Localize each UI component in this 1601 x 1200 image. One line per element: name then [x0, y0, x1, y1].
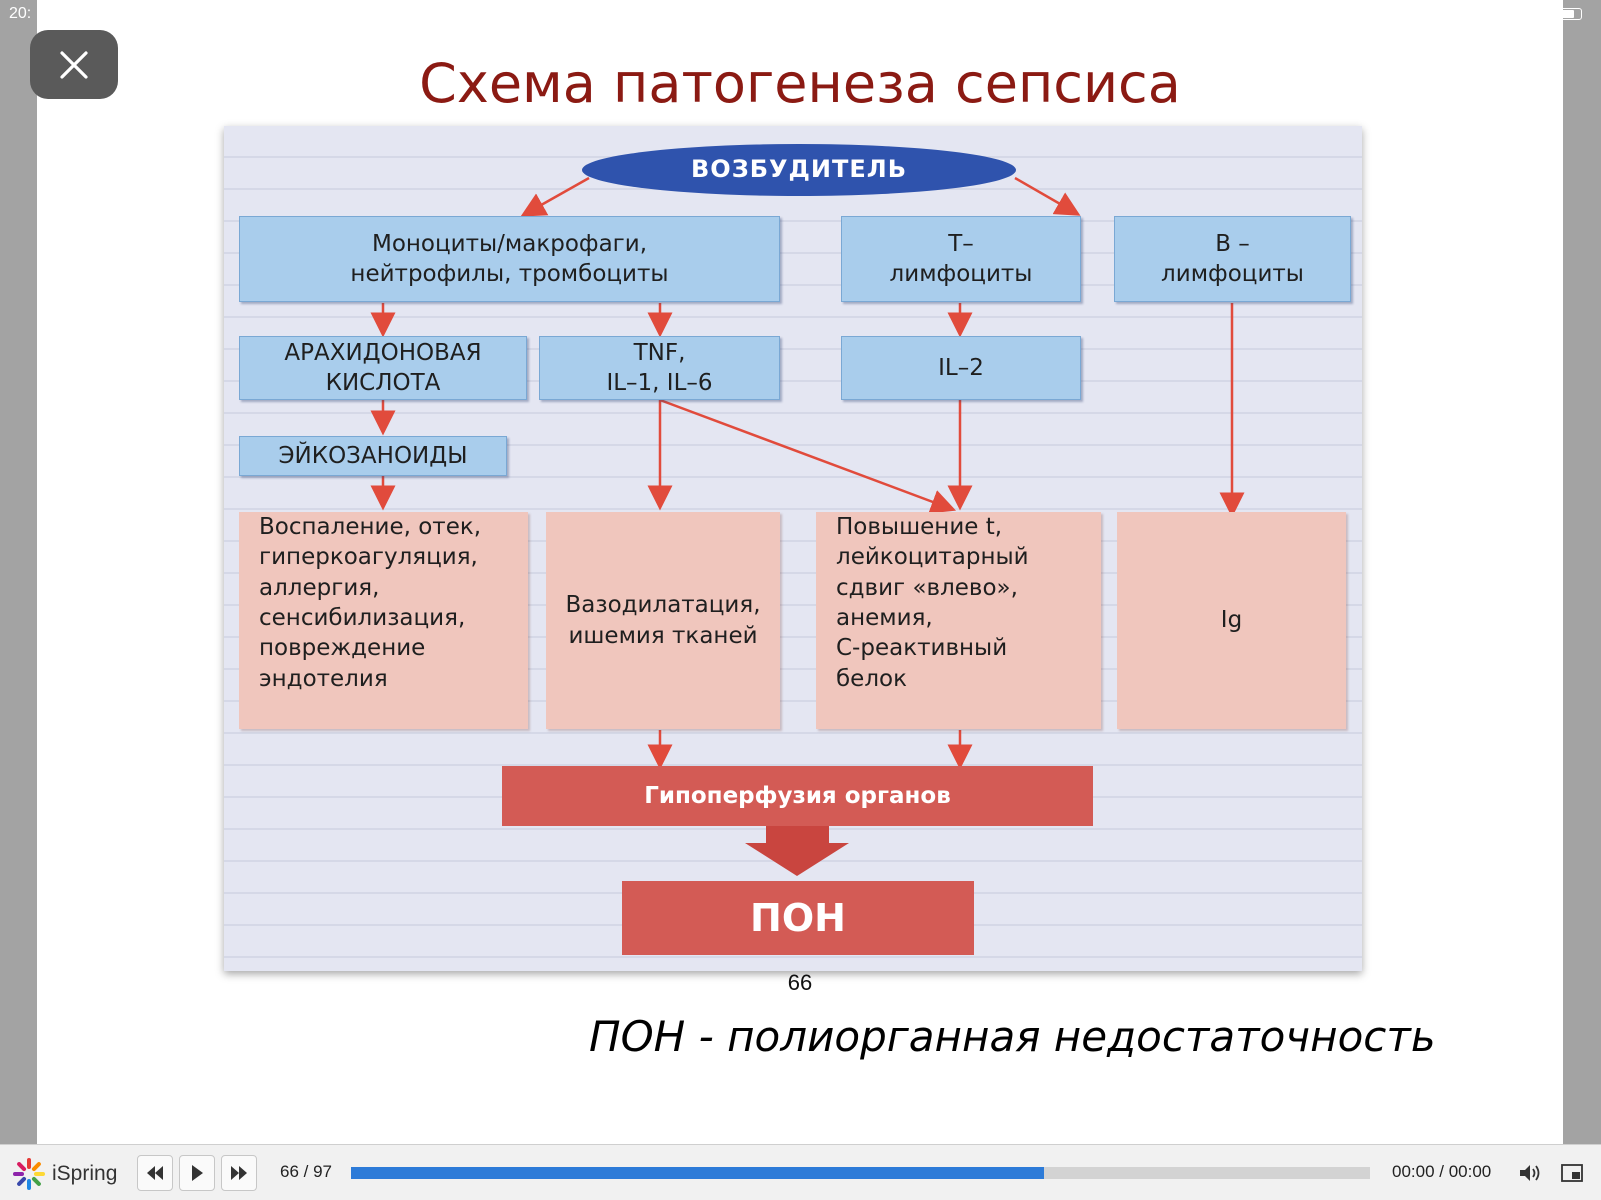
eicosanoids-box: ЭЙКОЗАНОИДЫ [239, 436, 507, 476]
arachidonic-line-2: КИСЛОТА [325, 370, 441, 396]
next-slide-button[interactable] [221, 1155, 257, 1191]
inflammation-line-4: сенсибилизация, [259, 605, 466, 632]
monocytes-line-2: нейтрофилы, тромбоциты [350, 261, 669, 287]
slide-title: Схема патогенеза сепсиса [419, 52, 1181, 115]
fever-line-4: анемия, [836, 605, 933, 632]
fever-line-6: белок [836, 665, 907, 692]
ispring-logo: iSpring [12, 1157, 117, 1191]
slide-caption: ПОН - полиорганная недостаточность [589, 1012, 1436, 1061]
ig-label: Ig [1220, 607, 1243, 634]
fast-forward-icon [231, 1166, 247, 1180]
inflammation-line-3: аллергия, [259, 574, 380, 601]
agent-ellipse: ВОЗБУДИТЕЛЬ [582, 144, 1016, 196]
volume-button[interactable] [1512, 1155, 1548, 1191]
fever-line-3: сдвиг «влево», [836, 574, 1018, 601]
inflammation-line-5: повреждение [259, 635, 426, 662]
playback-time: 00:00 / 00:00 [1392, 1162, 1492, 1181]
ig-box: Ig [1117, 512, 1346, 729]
vasodilation-line-2: ишемия тканей [568, 622, 758, 649]
play-icon [192, 1165, 203, 1181]
tnf-line-2: IL–1, IL–6 [606, 370, 713, 396]
progress-bar[interactable] [351, 1167, 1370, 1179]
pon-label: ПОН [750, 895, 846, 940]
vasodilation-box: Вазодилатация, ишемия тканей [546, 512, 780, 729]
agent-label: ВОЗБУДИТЕЛЬ [691, 155, 907, 184]
inflammation-box: Воспаление, отек, гиперкоагуляция, аллер… [239, 512, 528, 729]
close-button[interactable] [30, 30, 118, 99]
fever-line-5: С-реактивный [836, 635, 1008, 662]
arachidonic-line-1: АРАХИДОНОВАЯ [284, 339, 482, 366]
progress-fill [351, 1167, 1044, 1179]
fullscreen-icon [1561, 1164, 1583, 1182]
page-number: 66 [787, 970, 813, 995]
monocytes-line-1: Моноциты/макрофаги, [371, 230, 648, 257]
b-lymphocytes-box: В – лимфоциты [1114, 216, 1351, 302]
ispring-flower-icon [13, 1158, 45, 1190]
fever-line-2: лейкоцитарный [836, 544, 1029, 571]
monocytes-box: Моноциты/макрофаги, нейтрофилы, тромбоци… [239, 216, 780, 302]
pathogenesis-scheme: ВОЗБУДИТЕЛЬ Моноциты/макрофаги, нейтрофи… [224, 126, 1362, 971]
vasodilation-line-1: Вазодилатация, [565, 592, 761, 619]
speaker-icon [1520, 1165, 1540, 1181]
arachidonic-acid-box: АРАХИДОНОВАЯ КИСЛОТА [239, 336, 527, 400]
close-icon [60, 50, 88, 79]
fullscreen-button[interactable] [1554, 1155, 1590, 1191]
inflammation-line-2: гиперкоагуляция, [259, 544, 478, 571]
player-bar: iSpring 66 / 97 00:00 / 00:00 [0, 1144, 1601, 1200]
pon-box: ПОН [622, 881, 974, 955]
tnf-line-1: TNF, [633, 339, 686, 366]
rewind-icon [147, 1166, 163, 1180]
t-lymph-line-1: Т– [948, 230, 974, 257]
t-lymphocytes-box: Т– лимфоциты [841, 216, 1081, 302]
b-lymph-line-1: В – [1215, 230, 1250, 257]
inflammation-line-6: эндотелия [259, 665, 388, 692]
battery-icon [1560, 8, 1582, 20]
fever-box: Повышение t, лейкоцитарный сдвиг «влево»… [816, 512, 1101, 729]
b-lymph-line-2: лимфоциты [1161, 261, 1304, 287]
inflammation-line-1: Воспаление, отек, [259, 514, 482, 540]
play-button[interactable] [179, 1155, 215, 1191]
t-lymph-line-2: лимфоциты [889, 261, 1033, 287]
scheme-arrows [370, 176, 1245, 876]
big-arrow-icon [745, 816, 849, 876]
logo-text: iSpring [52, 1162, 118, 1185]
eicosanoids-label: ЭЙКОЗАНОИДЫ [278, 442, 468, 469]
hypoperfusion-box: Гипоперфузия органов [502, 766, 1093, 826]
previous-slide-button[interactable] [137, 1155, 173, 1191]
status-time: 20: [9, 5, 32, 22]
tnf-box: TNF, IL–1, IL–6 [539, 336, 780, 400]
slide: Схема патогенеза сепсиса [37, 0, 1563, 1144]
fever-line-1: Повышение t, [836, 514, 1003, 540]
hypoperfusion-label: Гипоперфузия органов [644, 782, 951, 809]
il2-box: IL–2 [841, 336, 1081, 400]
il2-label: IL–2 [938, 354, 984, 381]
slide-counter: 66 / 97 [280, 1162, 332, 1181]
